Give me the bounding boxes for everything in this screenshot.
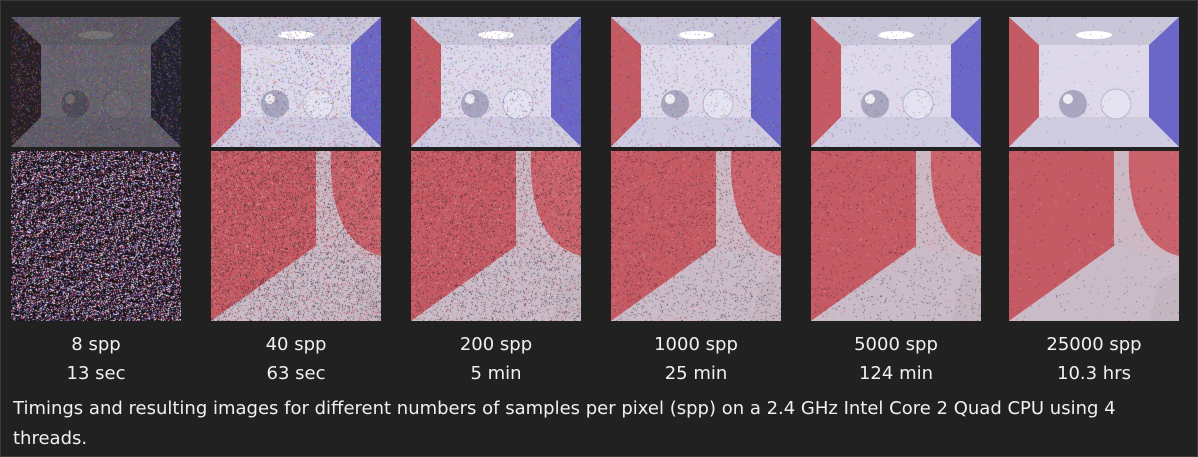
crop-noise-overlay [411,151,581,321]
spp-label: 25000 spp [1046,334,1142,355]
figure-caption: Timings and resulting images for differe… [13,398,1116,449]
sample-column [11,17,181,321]
crop-noise-overlay [611,151,781,321]
full-render-image [811,17,981,147]
full-render-image [611,17,781,147]
render-noise-overlay [411,17,581,147]
sample-column [411,17,581,321]
full-render-image [211,17,381,147]
sample-column [1009,17,1179,321]
zoomed-crop-image [611,151,781,321]
render-time-label: 124 min [858,363,934,384]
spp-label: 1000 spp [654,334,738,355]
render-grid: 8 spp 13 sec 40 spp 63 sec [11,17,1191,389]
render-noise-overlay [1009,17,1179,147]
spp-label: 5000 spp [854,334,938,355]
render-time-label: 10.3 hrs [1057,363,1131,384]
render-noise-overlay [611,17,781,147]
render-time-label: 13 sec [66,363,126,384]
sample-column [211,17,381,321]
render-noise-overlay [811,17,981,147]
crop-noise-overlay [1009,151,1179,321]
crop-noise-overlay [211,151,381,321]
zoomed-crop-image [11,151,181,321]
spp-label: 200 spp [459,334,533,355]
zoomed-crop-image [811,151,981,321]
render-time-label: 63 sec [266,363,326,384]
sample-column [811,17,981,321]
sample-column [611,17,781,321]
full-render-image [11,17,181,147]
render-time-label: 25 min [664,363,728,384]
full-render-image [1009,17,1179,147]
zoomed-crop-image [1009,151,1179,321]
spp-label: 8 spp [71,334,121,355]
full-render-image [411,17,581,147]
zoomed-crop-image [411,151,581,321]
spp-label: 40 spp [265,334,327,355]
render-noise-overlay [211,17,381,147]
zoomed-crop-image [211,151,381,321]
crop-noise-overlay [11,151,181,321]
crop-noise-overlay [811,151,981,321]
render-time-label: 5 min [470,363,522,384]
render-noise-overlay [11,17,181,147]
